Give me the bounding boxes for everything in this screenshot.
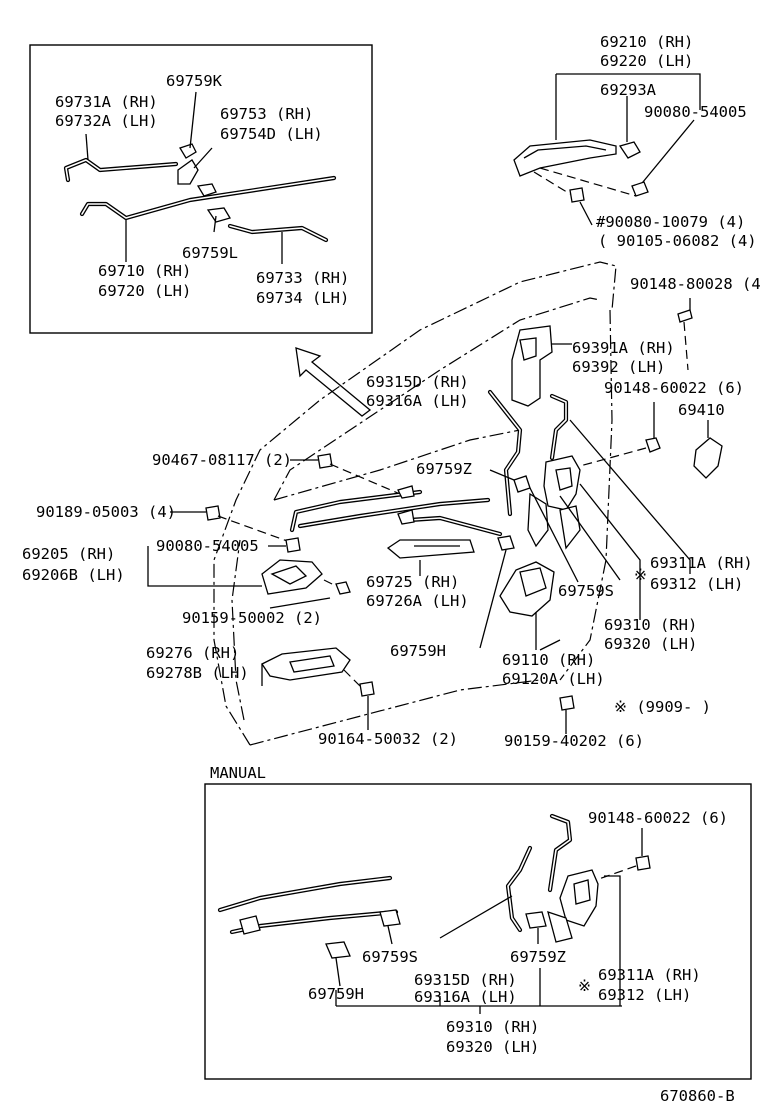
manual-frame: [204, 783, 752, 1080]
screw-90148-80028: [677, 298, 693, 371]
label-69205: 69205 (RH): [22, 545, 115, 563]
label-69392: 69392 (LH): [572, 358, 665, 376]
figure-code: 670860-B: [660, 1087, 735, 1105]
label-69311A: 69311A (RH): [650, 554, 753, 572]
screw-90159-40202: [559, 695, 575, 734]
inset-frame: [29, 44, 373, 334]
manual-label-69315D: 69315D (RH): [414, 971, 517, 989]
label-69391A: 69391A (RH): [572, 339, 675, 357]
label-69759L: 69759L: [182, 244, 238, 262]
label-69725: 69725 (RH): [366, 573, 459, 591]
label-69310: 69310 (RH): [604, 616, 697, 634]
manual-label-90148-60022: 90148-60022 (6): [588, 809, 728, 827]
inset-clips: [177, 143, 231, 223]
center-rods: [289, 485, 503, 537]
label-90148-60022: 90148-60022 (6): [604, 379, 744, 397]
clip-69759Z: [513, 475, 531, 493]
label-9909: ※ (9909- ): [614, 698, 711, 716]
right-leaders: [559, 419, 691, 620]
label-90105-06082: ( 90105-06082 (4) ): [598, 232, 760, 250]
outside-handle-group: [513, 73, 701, 226]
label-69110: 69110 (RH): [502, 651, 595, 669]
inside-handle-bezel-69276: [261, 647, 375, 730]
label-69720: 69720 (LH): [98, 282, 191, 300]
label-69206B: 69206B (LH): [22, 566, 125, 584]
clip-69759H: [497, 535, 515, 551]
label-69753: 69753 (RH): [220, 105, 313, 123]
manual-clips: [239, 909, 547, 959]
inset-rods: [63, 157, 337, 243]
label-69732A: 69732A (LH): [55, 112, 158, 130]
inset-pointer-arrow: [295, 347, 372, 417]
screw-90467-08117: [290, 453, 401, 495]
label-69754D: 69754D (LH): [220, 125, 323, 143]
label-69759H: 69759H: [390, 642, 446, 660]
label-90159-40202: 90159-40202 (6): [504, 732, 644, 750]
label-69733: 69733 (RH): [256, 269, 349, 287]
label-69759S: 69759S: [558, 582, 614, 600]
label-90164-50032: 90164-50032 (2): [318, 730, 458, 748]
manual-label-69311A: 69311A (RH): [598, 966, 701, 984]
label-69710: 69710 (RH): [98, 262, 191, 280]
label-69120A: 69120A (LH): [502, 670, 605, 688]
label-69320: 69320 (LH): [604, 635, 697, 653]
label-69759Z: 69759Z: [416, 460, 472, 478]
outside-handle: [513, 139, 617, 177]
rod-69315D: [487, 389, 523, 517]
label-69759K: 69759K: [166, 72, 223, 90]
label-90189-05003: 90189-05003 (4): [36, 503, 176, 521]
latch-bracket-69391A: [511, 325, 572, 407]
manual-label-69759Z: 69759Z: [510, 948, 566, 966]
screw-90189-05003: [170, 505, 291, 543]
label-90148-80028: 90148-80028 (4): [630, 275, 760, 293]
inset-leaders: [85, 91, 283, 264]
manual-label-69320: 69320 (LH): [446, 1038, 539, 1056]
screw-90148-60022: [579, 402, 661, 467]
manual-latch: [547, 828, 651, 943]
label-69293A: 69293A: [600, 81, 657, 99]
label-69315D: 69315D (RH): [366, 373, 469, 391]
label-69278B: 69278B (LH): [146, 664, 249, 682]
manual-label-69759S: 69759S: [362, 948, 418, 966]
label-90159-50002: 90159-50002 (2): [182, 609, 322, 627]
label-90080-54005-mid: 90080-54005: [156, 537, 259, 555]
manual-label-69316A: 69316A (LH): [414, 988, 517, 1006]
manual-label-69312: 69312 (LH): [598, 986, 691, 1004]
manual-title: MANUAL: [210, 764, 266, 782]
label-69276: 69276 (RH): [146, 644, 239, 662]
manual-leaders: [335, 875, 622, 1014]
label-69734: 69734 (LH): [256, 289, 349, 307]
label-69316A: 69316A (LH): [366, 392, 469, 410]
label-69726A: 69726A (LH): [366, 592, 469, 610]
label-69210: 69210 (RH): [600, 33, 693, 51]
screw-90080-54005-mid: [268, 537, 301, 553]
bracket-69725: [386, 539, 475, 576]
manual-asterisk: ※: [578, 977, 591, 995]
label-90467-08117: 90467-08117 (2): [152, 451, 292, 469]
label-69410: 69410: [678, 401, 725, 419]
inside-handle-69205: [147, 546, 351, 595]
label-69220: 69220 (LH): [600, 52, 693, 70]
part-69410: [693, 437, 723, 479]
rod-69311A: [549, 393, 569, 461]
manual-label-69310: 69310 (RH): [446, 1018, 539, 1036]
label-69312: 69312 (LH): [650, 575, 743, 593]
label-69731A: 69731A (RH): [55, 93, 158, 111]
door-lock-motor-69110: [499, 561, 561, 651]
label-90080-10079: #90080-10079 (4): [596, 213, 745, 231]
manual-label-69759H: 69759H: [308, 985, 364, 1003]
asterisk-69311A: ※: [634, 566, 647, 584]
door-lock-assembly: [527, 455, 581, 550]
label-90080-54005-top: 90080-54005: [644, 103, 747, 121]
